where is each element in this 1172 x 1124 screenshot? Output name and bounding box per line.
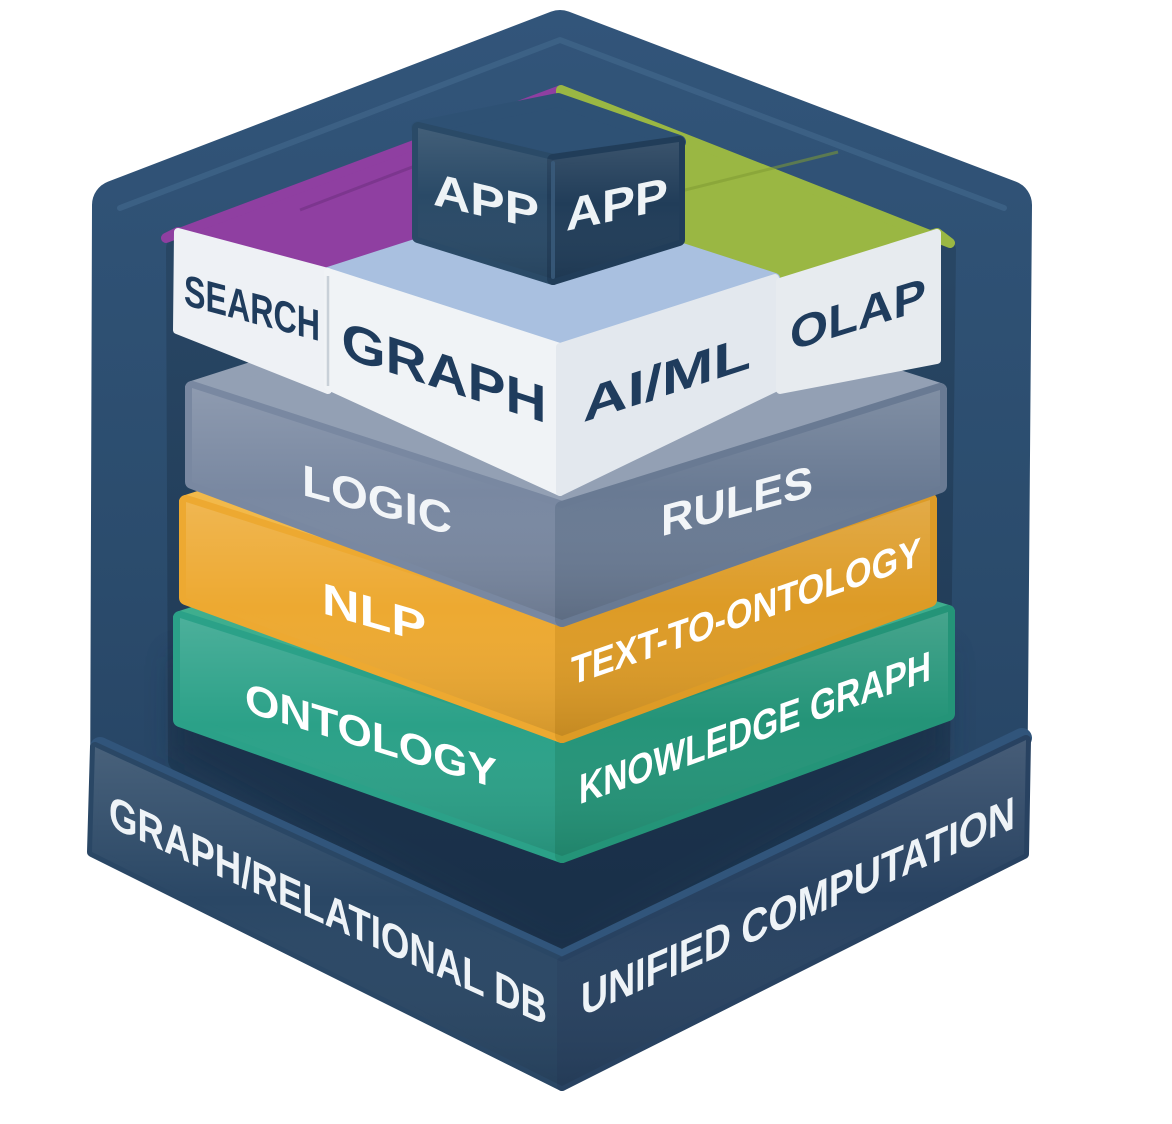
aiml-block-face xyxy=(556,274,779,496)
olap-top-seam xyxy=(664,150,839,197)
logic-right-face-shade xyxy=(562,390,940,620)
ontology-left-face-shade xyxy=(180,618,562,856)
app-cube-right-face-shade xyxy=(553,142,679,279)
app-cube-left-face-shade xyxy=(418,128,553,279)
ontology-right-face-shade xyxy=(562,612,948,856)
logic-left-face-shade xyxy=(192,388,562,620)
rim-highlight xyxy=(117,37,1007,211)
nlp-left-face-shade xyxy=(186,502,562,736)
olap-block-face xyxy=(776,229,941,394)
base-right-face-shade xyxy=(562,740,1026,1086)
base-left-face-shade xyxy=(92,747,562,1086)
nlp-right-face-shade xyxy=(562,500,930,736)
